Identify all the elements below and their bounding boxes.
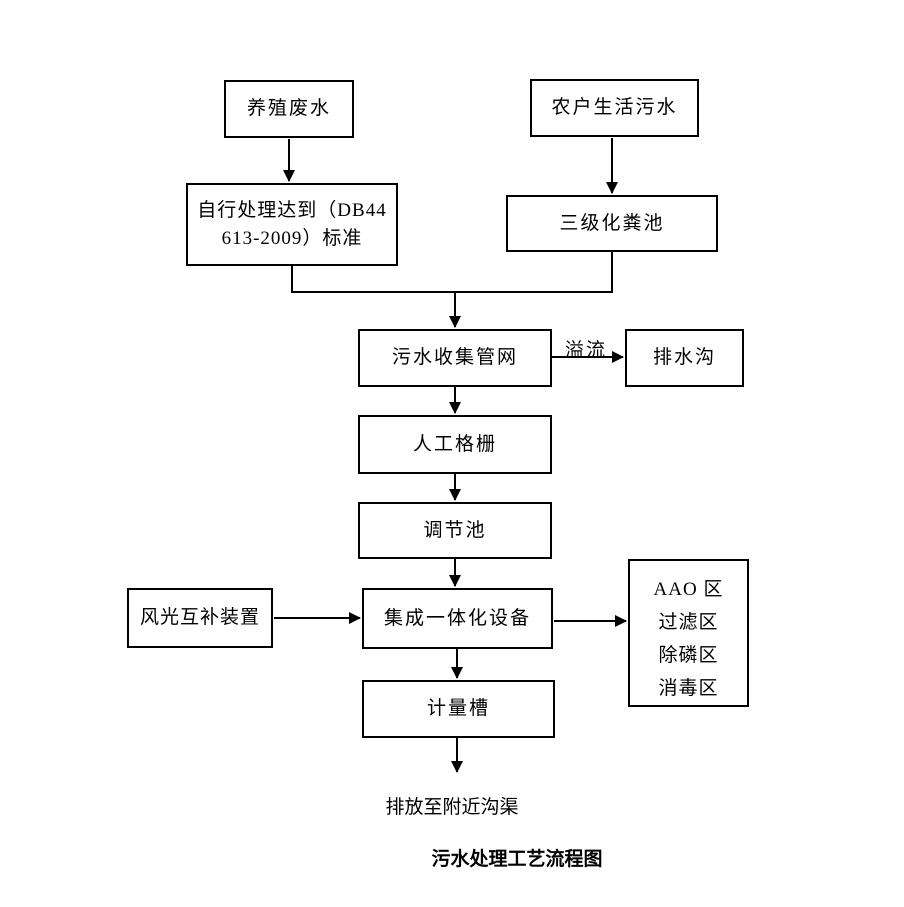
node-treatment-zones: AAO 区 过滤区 除磷区 消毒区 bbox=[628, 559, 749, 707]
zone-phosphorus-removal: 除磷区 bbox=[658, 645, 719, 666]
node-self-treatment: 自行处理达到（DB44 613-2009）标准 bbox=[186, 183, 398, 266]
node-manual-screen: 人工格栅 bbox=[358, 415, 552, 474]
overflow-edge-label: 溢流 bbox=[564, 340, 607, 361]
diagram-title: 污水处理工艺流程图 bbox=[431, 849, 603, 870]
node-septic-tank: 三级化粪池 bbox=[506, 195, 718, 252]
node-measuring-tank: 计量槽 bbox=[362, 680, 555, 738]
zone-filtration: 过滤区 bbox=[658, 612, 719, 633]
node-self-treatment-line2: 613-2009）标准 bbox=[221, 227, 363, 249]
node-integrated-equipment: 集成一体化设备 bbox=[362, 588, 553, 649]
node-drainage-ditch: 排水沟 bbox=[625, 329, 744, 387]
zone-disinfection: 消毒区 bbox=[658, 678, 719, 699]
discharge-destination-text: 排放至附近沟渠 bbox=[385, 797, 519, 818]
node-wind-solar-device: 风光互补装置 bbox=[127, 588, 273, 648]
node-self-treatment-line1: 自行处理达到（DB44 bbox=[197, 199, 387, 221]
node-sewage-collection-network: 污水收集管网 bbox=[358, 329, 552, 387]
node-breeding-wastewater: 养殖废水 bbox=[224, 80, 354, 138]
node-household-sewage: 农户生活污水 bbox=[530, 79, 699, 137]
zone-aao: AAO 区 bbox=[653, 579, 724, 600]
node-regulating-tank: 调节池 bbox=[358, 502, 552, 559]
